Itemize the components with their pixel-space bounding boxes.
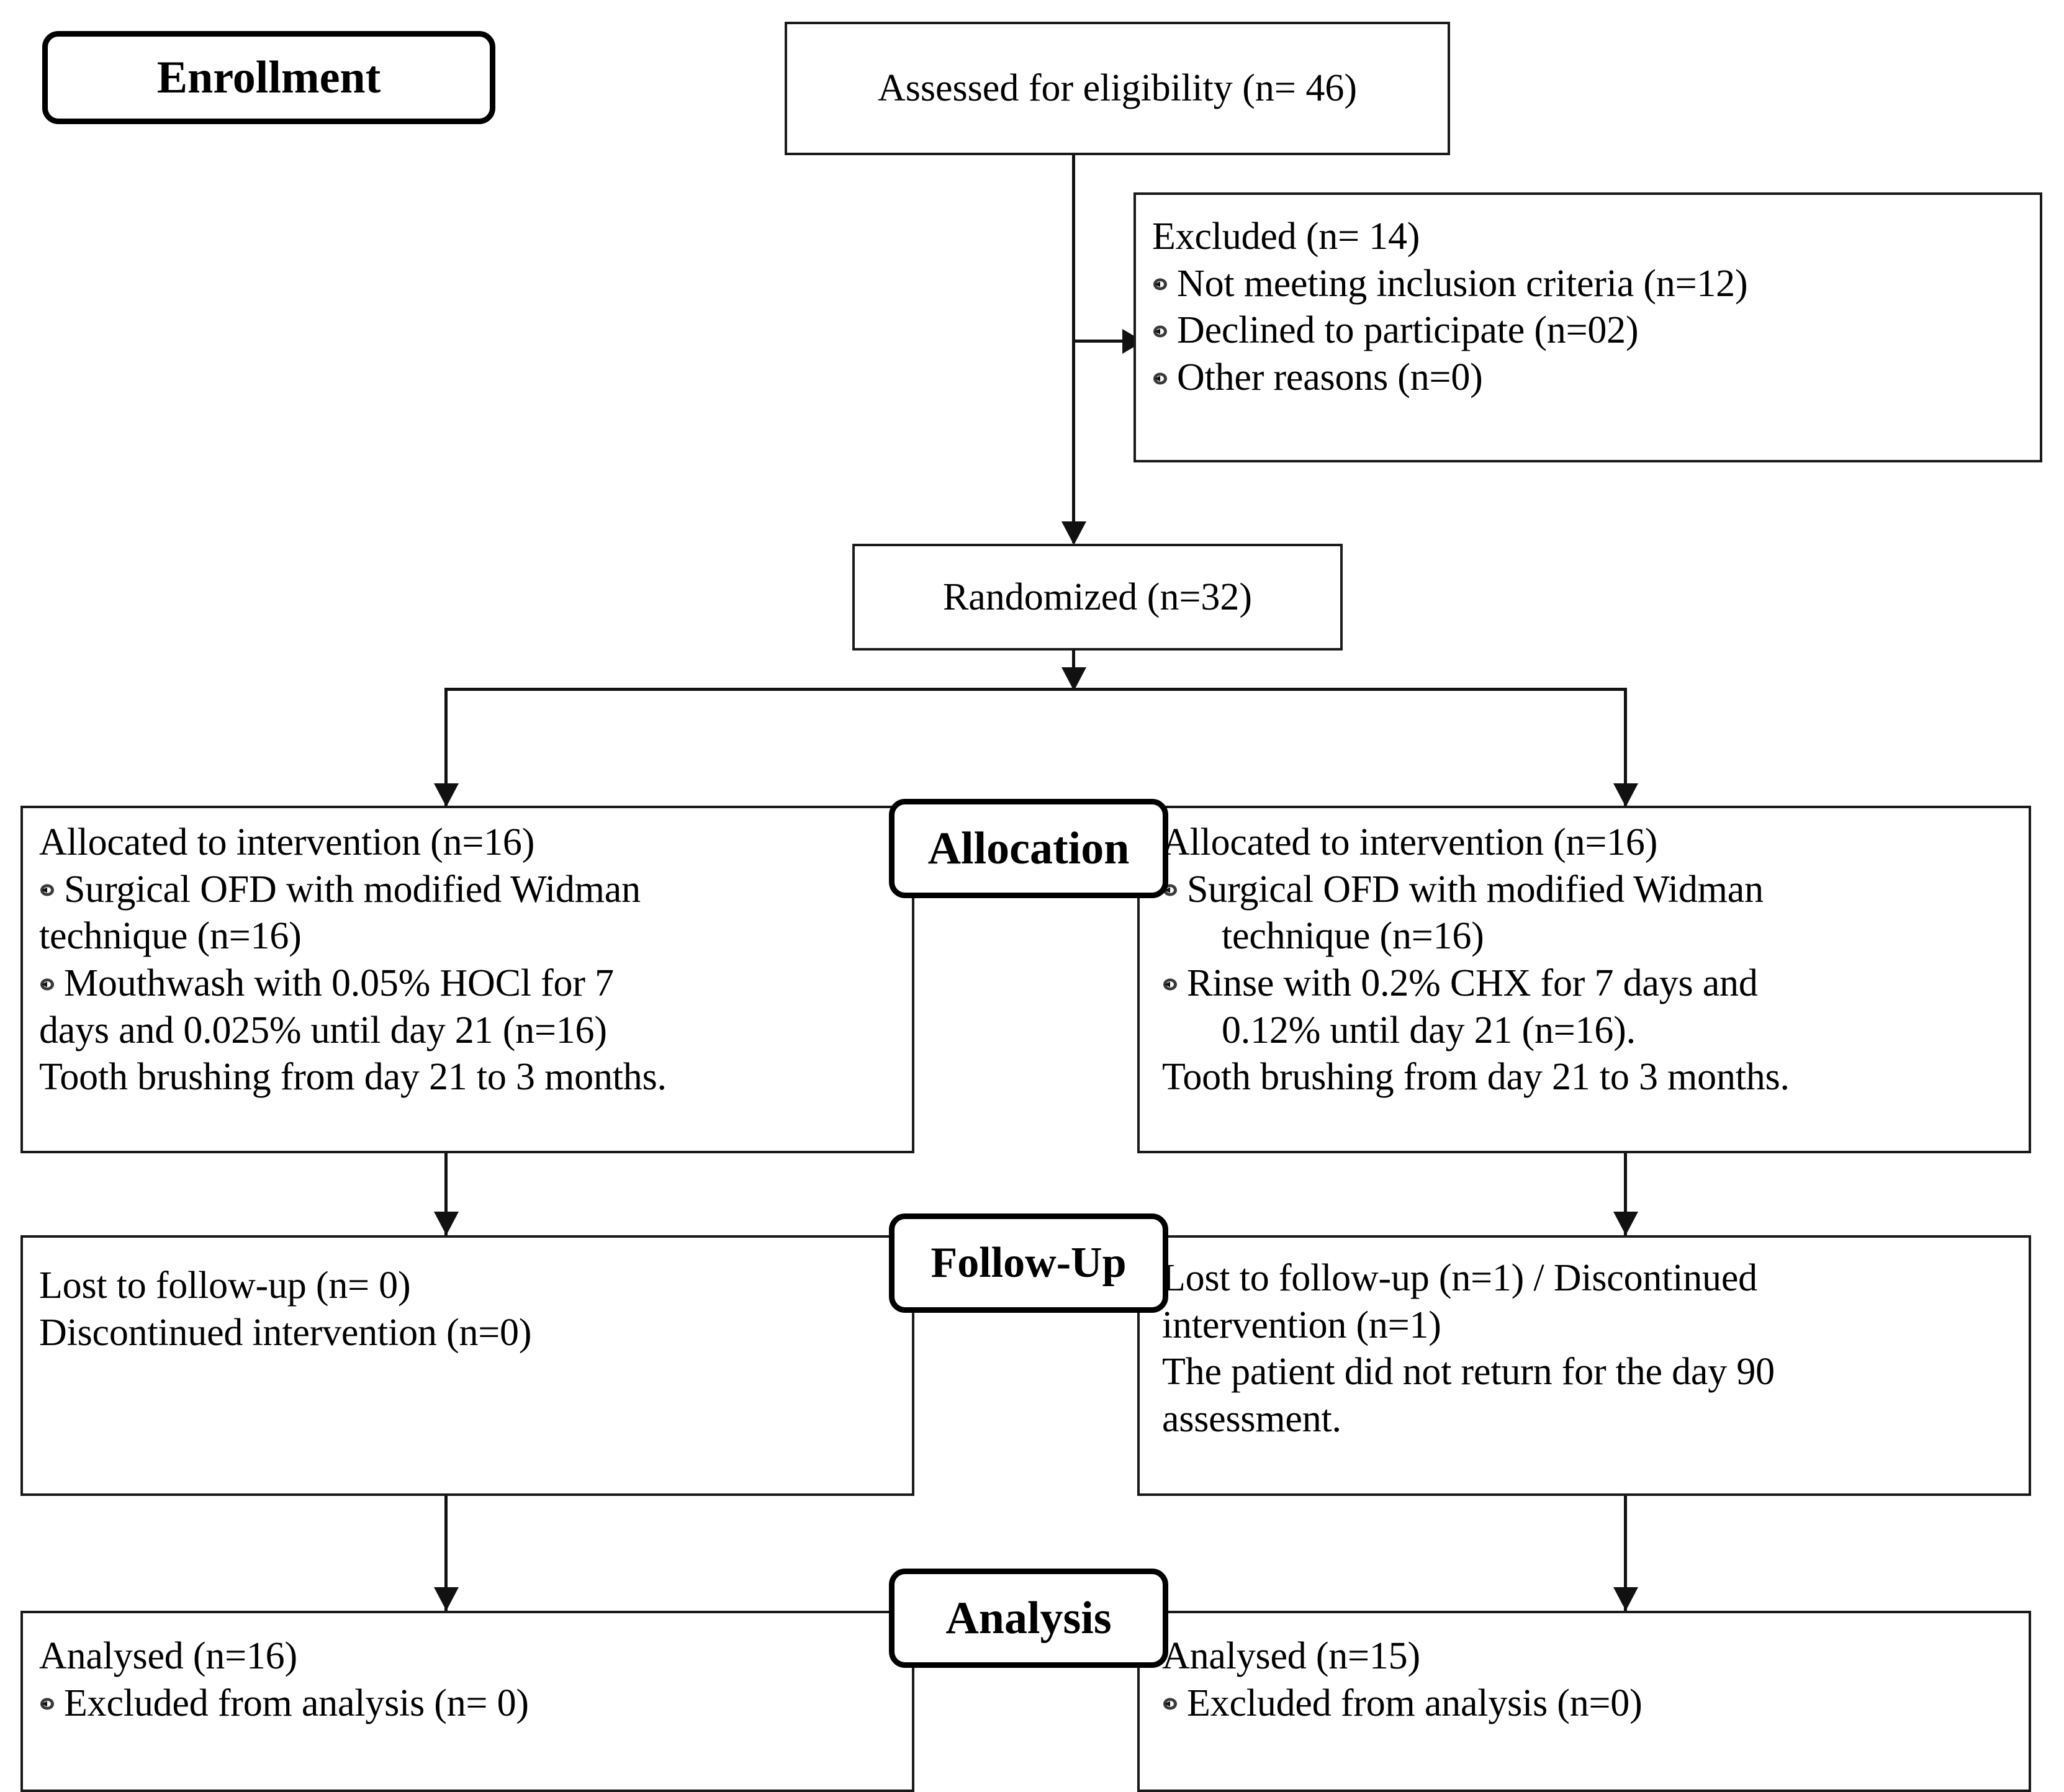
wingdings-bullet-icon xyxy=(1162,1696,1178,1712)
arrowhead-to-randomized xyxy=(1061,521,1086,545)
randomized-text: Randomized (n=32) xyxy=(942,575,1253,618)
connector-followup-right-to-analysis xyxy=(1624,1496,1627,1611)
followup-right-line-3: The patient did not return for the day 9… xyxy=(1162,1351,1775,1394)
analysis-left-item-1: Excluded from analysis (n= 0) xyxy=(39,1680,901,1727)
excluded-reason-2: Declined to participate (n=02) xyxy=(1152,307,2029,354)
box-followup-right: Lost to follow-up (n=1) / Discontinued i… xyxy=(1137,1235,2031,1496)
arrowhead-split-right xyxy=(1613,783,1638,807)
connector-followup-left-to-analysis xyxy=(444,1496,448,1611)
excluded-reason-2-text: Declined to participate (n=02) xyxy=(1177,309,1639,352)
box-excluded: Excluded (n= 14) Not meeting inclusion c… xyxy=(1133,192,2042,462)
allocation-right-item-2-text: Rinse with 0.2% CHX for 7 days and xyxy=(1187,961,1758,1004)
box-analysis-right: Analysed (n=15) Excluded from analysis (… xyxy=(1137,1611,2031,1792)
arrowhead-followup-left xyxy=(434,1212,459,1235)
followup-right-content: Lost to follow-up (n=1) / Discontinued i… xyxy=(1162,1255,2017,1443)
allocation-left-item-1: Surgical OFD with modified Widman xyxy=(39,867,901,914)
connector-split-left-drop xyxy=(444,688,448,806)
followup-left-line-2: Discontinued intervention (n=0) xyxy=(39,1311,532,1354)
allocation-right-footer: Tooth brushing from day 21 to 3 months. xyxy=(1162,1056,1790,1099)
arrowhead-followup-right xyxy=(1613,1212,1638,1235)
arrowhead-randomized-split xyxy=(1061,667,1086,691)
analysis-left-content: Analysed (n=16) Excluded from analysis (… xyxy=(39,1633,901,1727)
excluded-content: Excluded (n= 14) Not meeting inclusion c… xyxy=(1152,214,2029,402)
analysis-left-item-1-text: Excluded from analysis (n= 0) xyxy=(64,1682,529,1724)
box-allocation-left: Allocated to intervention (n=16) Surgica… xyxy=(20,806,914,1153)
excluded-reason-1-text: Not meeting inclusion criteria (n=12) xyxy=(1177,262,1748,305)
allocation-right-item-1-text: Surgical OFD with modified Widman xyxy=(1187,868,1764,911)
box-followup-left: Lost to follow-up (n= 0) Discontinued in… xyxy=(20,1235,914,1496)
allocation-left-item-1-cont: technique (n=16) xyxy=(39,915,302,958)
allocation-left-footer: Tooth brushing from day 21 to 3 months. xyxy=(39,1056,667,1099)
connector-allocation-left-to-followup xyxy=(444,1153,448,1235)
followup-left-line-1: Lost to follow-up (n= 0) xyxy=(39,1264,411,1307)
excluded-reason-3: Other reasons (n=0) xyxy=(1152,354,2029,402)
followup-right-line-2: intervention (n=1) xyxy=(1162,1303,1441,1346)
wingdings-bullet-icon xyxy=(1152,371,1168,387)
analysis-right-item-1-text: Excluded from analysis (n=0) xyxy=(1187,1682,1643,1724)
allocation-left-item-1-text: Surgical OFD with modified Widman xyxy=(64,868,641,911)
wingdings-bullet-icon xyxy=(1152,276,1168,292)
excluded-reason-1: Not meeting inclusion criteria (n=12) xyxy=(1152,261,2029,308)
connector-assessed-to-randomized xyxy=(1072,155,1075,543)
connector-assessed-to-excluded xyxy=(1072,340,1127,343)
stage-label-enrollment-text: Enrollment xyxy=(156,52,381,103)
allocation-right-content: Allocated to intervention (n=16) Surgica… xyxy=(1162,819,2017,1101)
wingdings-bullet-icon xyxy=(1162,976,1178,993)
followup-left-content: Lost to follow-up (n= 0) Discontinued in… xyxy=(39,1263,901,1356)
box-analysis-left: Analysed (n=16) Excluded from analysis (… xyxy=(20,1611,914,1792)
connector-allocation-right-to-followup xyxy=(1624,1153,1627,1235)
followup-right-line-4: assessment. xyxy=(1162,1397,1341,1440)
excluded-reason-3-text: Other reasons (n=0) xyxy=(1177,356,1483,398)
allocation-right-item-2-cont: 0.12% until day 21 (n=16). xyxy=(1222,1009,1636,1051)
wingdings-bullet-icon xyxy=(39,976,55,993)
stage-label-analysis-text: Analysis xyxy=(945,1592,1112,1644)
allocation-right-heading: Allocated to intervention (n=16) xyxy=(1162,821,1658,863)
wingdings-bullet-icon xyxy=(39,882,55,898)
arrowhead-analysis-right xyxy=(1613,1587,1638,1611)
allocation-left-item-2-text: Mouthwash with 0.05% HOCl for 7 xyxy=(64,961,614,1004)
followup-right-line-1: Lost to follow-up (n=1) / Discontinued xyxy=(1162,1257,1757,1299)
allocation-left-item-2: Mouthwash with 0.05% HOCl for 7 xyxy=(39,960,901,1007)
allocation-right-item-1-cont: technique (n=16) xyxy=(1222,915,1484,958)
analysis-right-heading: Analysed (n=15) xyxy=(1162,1635,1420,1677)
wingdings-bullet-icon xyxy=(39,1696,55,1712)
stage-label-followup-text: Follow-Up xyxy=(931,1239,1127,1287)
analysis-right-content: Analysed (n=15) Excluded from analysis (… xyxy=(1162,1633,2017,1727)
stage-label-analysis: Analysis xyxy=(889,1569,1168,1668)
wingdings-bullet-icon xyxy=(1152,323,1168,340)
stage-label-enrollment: Enrollment xyxy=(42,31,495,124)
analysis-left-heading: Analysed (n=16) xyxy=(39,1635,297,1677)
allocation-right-item-2: Rinse with 0.2% CHX for 7 days and xyxy=(1162,960,2017,1007)
allocation-left-content: Allocated to intervention (n=16) Surgica… xyxy=(39,819,901,1101)
stage-label-allocation-text: Allocation xyxy=(927,822,1130,874)
allocation-left-heading: Allocated to intervention (n=16) xyxy=(39,821,535,863)
arrowhead-analysis-left xyxy=(434,1587,459,1611)
stage-label-followup: Follow-Up xyxy=(889,1213,1168,1313)
allocation-left-item-2-cont: days and 0.025% until day 21 (n=16) xyxy=(39,1009,607,1051)
box-allocation-right: Allocated to intervention (n=16) Surgica… xyxy=(1137,806,2031,1153)
analysis-right-item-1: Excluded from analysis (n=0) xyxy=(1162,1680,2017,1727)
excluded-heading: Excluded (n= 14) xyxy=(1152,215,1420,258)
assessed-text: Assessed for eligibility (n= 46) xyxy=(878,67,1357,109)
box-assessed-for-eligibility: Assessed for eligibility (n= 46) xyxy=(785,22,1450,155)
arrowhead-split-left xyxy=(434,783,459,807)
connector-split-horizontal xyxy=(444,688,1626,691)
stage-label-allocation: Allocation xyxy=(889,799,1168,898)
allocation-right-item-1: Surgical OFD with modified Widman xyxy=(1162,867,2017,914)
box-randomized: Randomized (n=32) xyxy=(852,544,1343,651)
connector-split-right-drop xyxy=(1624,688,1627,806)
